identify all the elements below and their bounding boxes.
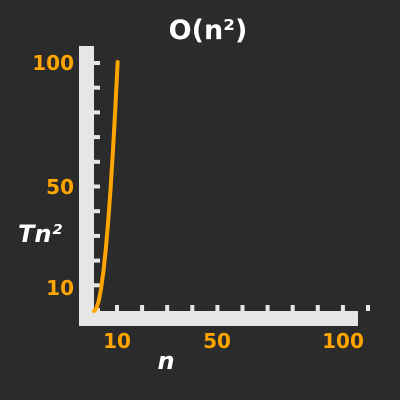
- x-tick-label-10: 10: [103, 329, 131, 353]
- x-tick-mark: [290, 305, 295, 311]
- y-tick-marks: [94, 61, 100, 312]
- y-tick-label-10: 10: [46, 276, 74, 300]
- x-tick-mark: [366, 305, 370, 311]
- y-axis-bar: [79, 46, 94, 326]
- y-tick-mark: [94, 184, 100, 189]
- y-tick-mark: [94, 233, 100, 238]
- x-tick-mark: [315, 305, 320, 311]
- series-layer: [92, 60, 120, 313]
- y-tick-mark: [94, 110, 100, 115]
- x-tick-mark: [340, 305, 345, 311]
- x-tick-mark: [165, 305, 170, 311]
- x-tick-mark: [115, 305, 119, 311]
- x-axis-bar: [79, 311, 358, 326]
- x-tick-mark: [265, 305, 270, 311]
- y-tick-mark: [94, 85, 100, 90]
- x-tick-marks: [115, 305, 370, 311]
- y-tick-mark: [94, 61, 100, 65]
- x-tick-mark: [190, 305, 195, 311]
- y-tick-label-100: 100: [32, 51, 74, 75]
- chart-title: O(n²): [169, 15, 248, 46]
- y-axis-label: Tn²: [18, 220, 62, 248]
- y-tick-mark: [94, 135, 100, 140]
- x-tick-label-50: 50: [203, 329, 231, 353]
- y-tick-mark: [94, 258, 100, 263]
- x-tick-mark: [140, 305, 145, 311]
- x-axis-label: n: [157, 347, 174, 375]
- y-tick-mark: [94, 283, 100, 288]
- x-tick-mark: [215, 305, 220, 311]
- y-tick-label-50: 50: [46, 175, 74, 199]
- y-tick-mark: [94, 159, 100, 164]
- x-tick-mark: [240, 305, 245, 311]
- x-tick-label-100: 100: [322, 329, 364, 353]
- y-tick-mark: [94, 209, 100, 214]
- series-line-0: [92, 60, 120, 313]
